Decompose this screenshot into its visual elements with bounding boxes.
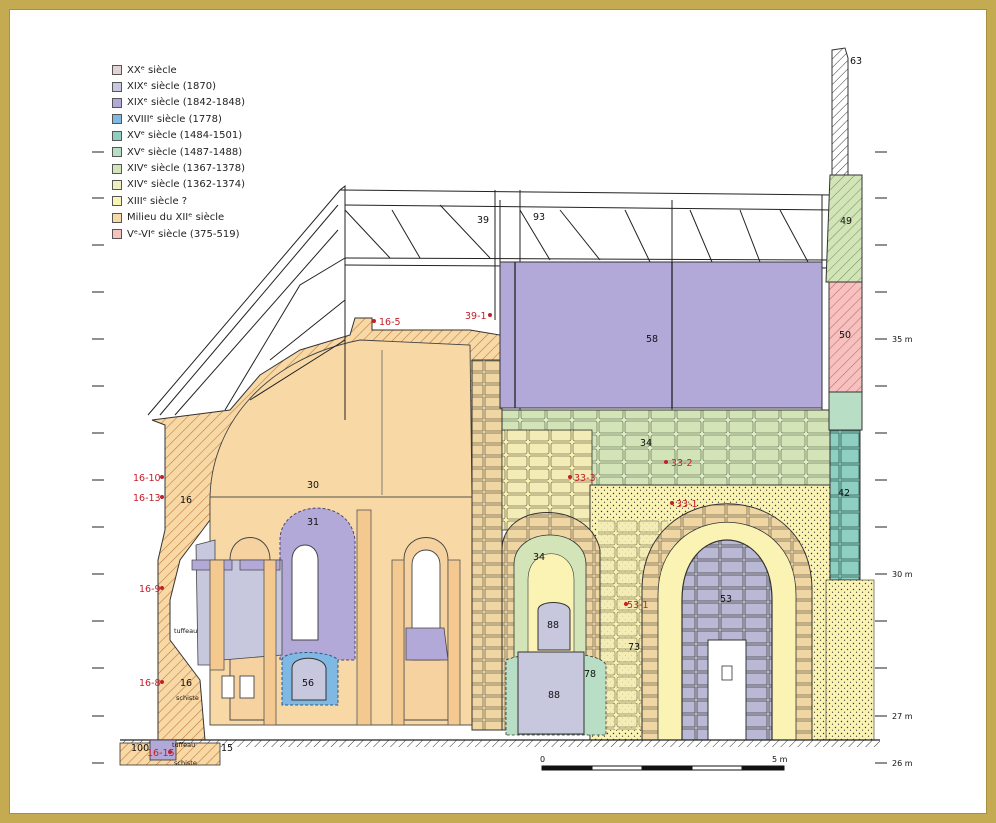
legend-swatch [112,65,122,76]
unit-58-wall-panel [499,261,823,409]
legend-item: Vᵉ-VIᵉ siècle (375-519) [112,226,245,242]
legend-item: XXᵉ siècle [112,62,245,78]
legend-swatch [112,147,122,158]
sample-labels: 16-5 39-1 16-10 16-13 16-9 16-8 16-15 33… [133,311,698,759]
brick-pier [471,359,503,731]
legend-item: XVIIIᵉ siècle (1778) [112,111,245,127]
unit-label: 78 [584,669,596,680]
unit-label: 16 [180,678,192,689]
unit-label: 15 [221,743,233,754]
elevation-label-26: 26 m [892,759,913,768]
unit-label: 50 [839,330,851,341]
unit-label: 34 [640,438,652,449]
legend-item: XIXᵉ siècle (1870) [112,78,245,94]
legend-swatch [112,196,122,207]
elevation-ticks-left [92,151,104,764]
legend-swatch [112,114,122,125]
unit-label: 34 [533,552,545,563]
elevation-label-35: 35 m [892,335,913,344]
legend-label: XXᵉ siècle [127,64,177,76]
scale-start-label: 0 [540,755,545,764]
legend-swatch [112,163,122,174]
legend-label: XIVᵉ siècle (1367-1378) [127,163,246,175]
sample-points [160,313,674,754]
legend-swatch [112,229,122,240]
sample-label: 39-1 [465,311,487,322]
sample-label: 33-3 [574,473,596,484]
legend-swatch [112,81,122,92]
legend-swatch [112,179,122,190]
unit-label: 56 [302,678,314,689]
unit-label: 39 [477,215,489,226]
legend-label: XVIIIᵉ siècle (1778) [127,113,222,125]
unit-88-upper [537,602,571,651]
sample-label: 16-8 [139,678,161,689]
apse-vault [209,339,473,501]
scale-end-label: 5 m [772,755,788,764]
legend-label: XIXᵉ siècle (1870) [127,81,216,93]
unit-label: 42 [838,488,850,499]
legend-swatch [112,212,122,223]
unit-49-hatched-green [825,174,863,283]
elevation-label-27: 27 m [892,712,913,721]
legend-label: Milieu du XIIᵉ siècle [127,212,225,224]
scale-bar [541,765,785,771]
legend-item: XIVᵉ siècle (1362-1374) [112,177,245,193]
sample-label: 16-9 [139,584,161,595]
unit-label: 63 [850,56,862,67]
unit-label: 30 [307,480,319,491]
legend-item: XIVᵉ siècle (1367-1378) [112,160,245,176]
unit-label: 58 [646,334,658,345]
legend-item: XVᵉ siècle (1484-1501) [112,128,245,144]
annotation: tuffeau [174,627,197,635]
legend-swatch [112,130,122,141]
legend-label: XVᵉ siècle (1487-1488) [127,146,243,158]
annotation: tuffeau [172,741,195,749]
unit-label: 53 [720,594,732,605]
unit-label: 73 [628,642,640,653]
sample-label: 16-10 [133,473,161,484]
apse-pilasters [209,509,461,726]
legend-label: XIXᵉ siècle (1842-1848) [127,97,246,109]
unit-label: 49 [840,216,852,227]
sample-label: 33-1 [676,499,698,510]
legend-item: XVᵉ siècle (1487-1488) [112,144,245,160]
sample-label: 53-1 [627,600,649,611]
unit-label: 93 [533,212,545,223]
unit-63-chimney [831,47,849,179]
sample-label: 33-2 [671,458,693,469]
unit-label: 100 [131,743,149,754]
elevation-label-30: 30 m [892,570,913,579]
legend-label: XVᵉ siècle (1484-1501) [127,130,243,142]
annotation: schiste [174,759,197,767]
legend-swatch [112,97,122,108]
legend-item: XIXᵉ siècle (1842-1848) [112,95,245,111]
annotation: schiste [176,694,199,702]
elevation-ticks-right [875,151,887,764]
unit-42-teal-pillar [829,429,861,581]
legend-item: XIIIᵉ siècle ? [112,193,245,209]
unit-label: 88 [547,620,559,631]
legend-label: XIIIᵉ siècle ? [127,195,188,207]
sample-label: 16-13 [133,493,161,504]
legend-label: XIVᵉ siècle (1362-1374) [127,179,246,191]
unit-label: 16 [180,495,192,506]
ground-hatch [120,740,880,747]
sample-label: 16-15 [147,748,175,759]
sample-label: 16-5 [379,317,401,328]
legend-item: Milieu du XIIᵉ siècle [112,210,245,226]
unit-labels: 63 49 50 42 39 93 58 34 34 53 30 31 56 1… [131,56,862,754]
unit-88-lower [517,651,585,735]
unit-label: 31 [307,517,319,528]
unit-label: 88 [548,690,560,701]
doorway [707,639,747,743]
legend-label: Vᵉ-VIᵉ siècle (375-519) [127,228,240,240]
